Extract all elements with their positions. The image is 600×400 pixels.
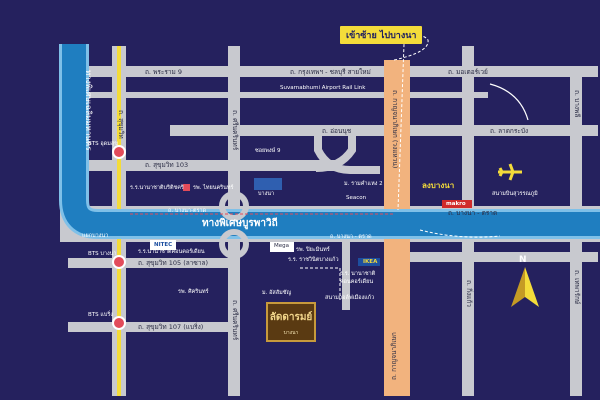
label-srinakarin-bottom: ถ. ศรีนครินทร์ [231,300,239,341]
label-paradise: ร.ร.นานาชาติคอนคอร์เดียน [138,249,205,255]
label-bangna-trad-2: ถ. บางนา - ตราด [330,234,372,240]
label-mega: Mega [274,243,289,249]
label-north: N [519,255,527,265]
label-bts-udomsuk: BTS อุดมสุข [88,141,118,147]
interchange-srinakarin [219,191,249,221]
label-bangphli: ถ. บางพลี [573,90,581,118]
label-sukhumvit-left: ถ. สุขุมวิท [117,110,125,139]
label-rvs-international: ร.ร. นานาชาติ [340,271,376,277]
bts-bearing-icon [112,316,126,330]
marker-central [254,178,282,190]
label-sukhumvit107: ถ. สุขุมวิท 107 (แบริ่ง) [138,323,204,331]
label-soi-9: ซอยพงษ์ 9 [255,148,281,154]
label-expressway-left: ทางพิเศษเฉลิมมหานคร [84,70,93,151]
project-name: ลัดดารมย์ [269,312,313,323]
label-ruamchai: ร.ร. ราชวินิตบางแก้ว [288,257,339,263]
expressway-left-inner [62,44,600,236]
label-makro: makro [446,201,466,207]
label-bangna-trad-3: ถ. บางนา - ตราด [448,209,498,217]
label-sukhumvit103: ถ. สุขุมวิท 103 [145,161,189,169]
label-bts-bangna: BTS บางนา [88,251,117,257]
label-bangpakok: รพ. ปิยะมินทร์ [296,247,330,253]
marker-thainakarin [183,184,190,191]
label-bangna-intersection: แยกบางนา [82,233,109,239]
road-airport-link [68,92,488,98]
marker-nitec [150,240,176,250]
label-thepharak: ถ. เทพารักษ์ [573,270,581,305]
north-arrow-icon [511,267,539,307]
label-burapha-withi: ทางพิเศษบูรพาวิถี [202,218,278,229]
label-rama9: ถ. พระราม 9 [145,68,182,76]
marker-mega [270,242,294,252]
interchange-onnut-2 [315,136,356,172]
road-sukhumvit103 [68,160,338,171]
label-king-kaeo: ถ. กิ่งแก้ว [465,280,473,307]
label-kanchanaphisek: ถ. กาญจนาภิเษก (วงแหวน) [391,90,399,169]
route-dashed-4 [489,83,529,121]
label-bangna-trad-1: ถ. บางนา-ตราด [168,208,207,214]
road-small-vert [342,240,350,310]
label-thainakarin: รพ. ไทยนครินทร์ [193,185,234,191]
label-bangna-exit: ลงบางนา [422,181,455,190]
label-airport-link: Suvarnabhumi Airport Rail Link [280,85,366,91]
route-dashed-5 [300,267,341,300]
marker-makro [442,200,472,208]
road-sukhumvit105 [68,258,238,268]
marker-ikea [358,258,380,266]
label-on-nut: ถ. อ่อนนุช [322,127,352,135]
label-rvs-international-2: คอนคอร์เดียน [340,279,374,285]
route-dashed-3 [419,229,501,238]
label-central-bangna: บางนา [258,191,275,197]
label-abac: ม. อัสสัมชัญ [262,290,292,296]
label-krungthep-chonburi: ถ. กรุงเทพฯ - ชลบุรี สายใหม่ [290,68,371,76]
label-ramkhamhaeng2: ม. รามคำแหง 2 [344,181,383,187]
label-motorway: ถ. มอเตอร์เวย์ [448,68,488,76]
label-suan-siam: สนามกอล์ฟเมืองแก้ว [325,295,375,301]
bts-udomsuk-icon [112,145,126,159]
project-badge: ลัดดารมย์ บางนา [266,302,316,342]
interchange-srinakarin-s [219,229,249,259]
label-lat-krabang: ถ. ลาดกระบัง [490,127,529,135]
label-airport: สนามบินสุวรรณภูมิ [492,191,538,197]
road-sukhumvit107 [68,322,238,332]
road-rama9 [68,66,598,77]
bts-bangna-icon [112,255,126,269]
label-bts-bearing: BTS แบริ่ง [88,312,114,318]
label-kanchanaphisek-bottom: ถ. กาญจนาภิเษก [390,332,398,380]
label-ikea: IKEA [363,259,378,265]
label-srinakarin: ถ. ศรีนครินทร์ [231,110,239,151]
airplane-icon [498,163,522,181]
label-bangna-hall: ร.ร.นานาชาติบริติชคริ [130,185,184,191]
callout-bangna: เข้าซ้าย ไปบางนา [340,26,423,44]
label-seacon: Seacon [346,195,367,201]
label-nitec: NITEC [154,242,173,248]
label-sikarin: รพ. ศิครินทร์ [178,289,209,295]
project-sub: บางนา [283,330,299,336]
label-sukhumvit105: ถ. สุขุมวิท 105 (ลาซาล) [138,259,208,267]
road-lower-east [410,252,598,262]
